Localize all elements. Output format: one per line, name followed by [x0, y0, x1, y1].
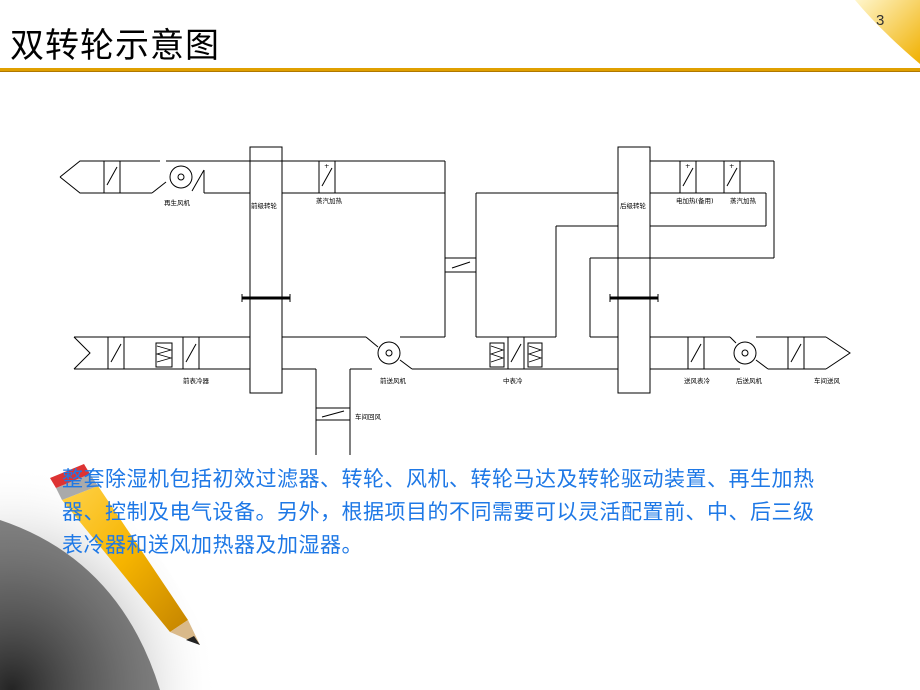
label-mid-cooler: 中表冷 [503, 376, 523, 385]
svg-text:+: + [685, 162, 690, 170]
label-front-wheel: 前级转轮 [251, 201, 278, 210]
upper-duct: + [59, 160, 446, 337]
slide-title: 双转轮示意图 [10, 26, 220, 66]
label-electric-heater: 电加热(备用) [676, 196, 714, 205]
page-number: 3 [876, 12, 885, 29]
label-supply-cooler: 送风表冷 [684, 376, 711, 385]
diagram-labels: 再生风机 前级转轮 蒸汽加热 后级转轮 电加热(备用) 蒸汽加热 前表冷器 前送… [164, 196, 841, 421]
title-underline-shadow [0, 71, 920, 72]
svg-text:+: + [324, 162, 329, 170]
title-underline [0, 68, 920, 71]
label-return-air: 车间回风 [355, 412, 382, 421]
label-steam-heater-right: 蒸汽加热 [730, 196, 757, 205]
label-pre-cooler: 前表冷器 [183, 376, 210, 385]
label-steam-heater-top: 蒸汽加热 [316, 196, 343, 205]
pencil-icon [50, 464, 200, 645]
rear-wheel [609, 146, 659, 394]
bypass-damper [444, 192, 618, 337]
label-rear-fan: 后送风机 [736, 376, 763, 385]
svg-text:+: + [729, 162, 734, 170]
upper-duct-right: + + [589, 160, 775, 338]
description-text: 整套除湿机包括初效过滤器、转轮、风机、转轮马达及转轮驱动装置、再生加热器、控制及… [62, 467, 815, 557]
front-wheel [241, 146, 291, 394]
lower-duct-right [650, 336, 851, 370]
label-rear-wheel: 后级转轮 [620, 201, 647, 210]
return-air-branch [315, 369, 351, 455]
label-front-fan: 前送风机 [380, 376, 407, 385]
lower-duct-left [73, 336, 476, 370]
label-supply-air: 车间送风 [814, 376, 841, 385]
mid-cooler-section [476, 225, 618, 370]
label-regen-fan: 再生风机 [164, 198, 191, 207]
corner-decoration [855, 0, 920, 64]
